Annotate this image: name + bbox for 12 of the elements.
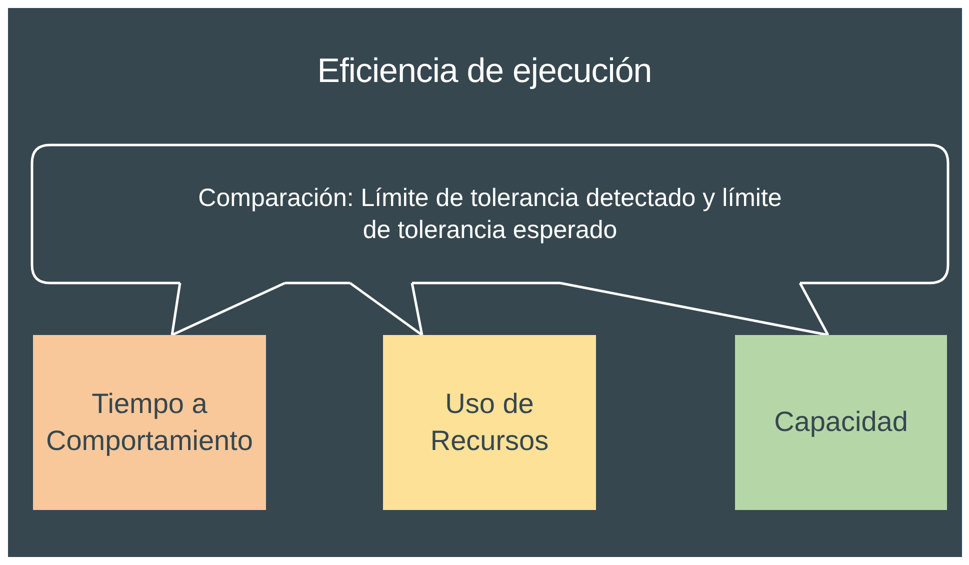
callout-pointer [170, 282, 286, 336]
callout-text: Comparación: Límite de tolerancia detectado y límite de tolerancia esperado [197, 182, 783, 246]
callout-pointer [348, 282, 424, 336]
speech-bubble [32, 145, 948, 283]
category-label: Uso de Recursos [429, 387, 550, 458]
category-box [383, 335, 596, 510]
category-label: Tiempo a Comportamiento [45, 387, 254, 458]
category-label: Capacidad [773, 405, 909, 440]
category-box [33, 335, 266, 510]
callout-pointer [558, 282, 830, 336]
diagram-title: Eficiencia de ejecución [316, 52, 653, 91]
category-box [735, 335, 947, 510]
